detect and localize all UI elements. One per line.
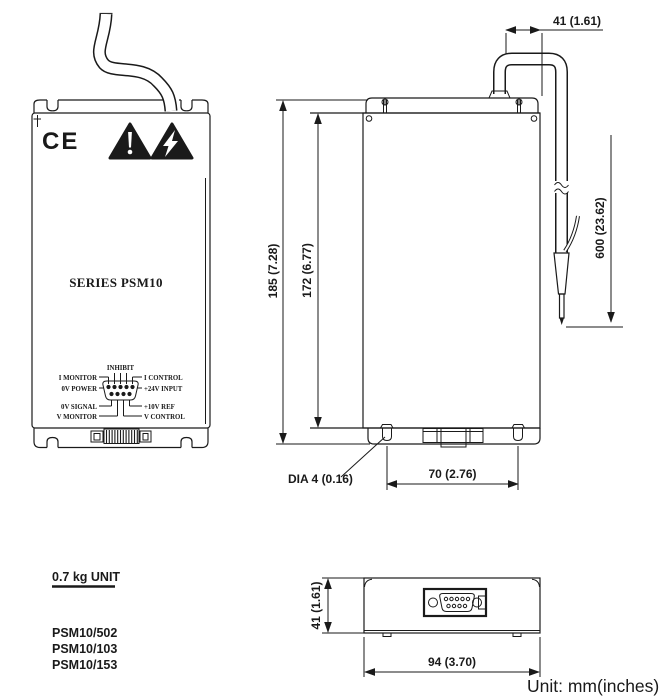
dim-cable-length: 600 (23.62) bbox=[566, 135, 623, 328]
side-body bbox=[362, 112, 541, 429]
front-top-flange bbox=[33, 99, 209, 113]
pinout-lines bbox=[99, 373, 142, 417]
side-cable bbox=[493, 52, 580, 325]
dim-cable-offset: 41 (1.61) bbox=[505, 14, 603, 96]
pin-label-24v-input: +24V INPUT bbox=[144, 386, 183, 393]
dim-overall-height: 185 (7.28) bbox=[266, 99, 370, 445]
unit-note: Unit: mm(inches) bbox=[527, 676, 659, 696]
pin-label-10v-ref: +10V REF bbox=[144, 404, 175, 411]
flange-screw-left bbox=[381, 98, 389, 113]
dim-unit-width: 94 (3.70) bbox=[363, 637, 541, 677]
dim-unit-depth: 41 (1.61) bbox=[309, 577, 364, 634]
front-bottom-flange bbox=[33, 428, 209, 449]
front-body bbox=[31, 112, 211, 429]
side-view: 185 (7.28) 172 (6.77) 41 (1.61) 600 (23.… bbox=[266, 14, 623, 490]
pin-label-0v-power: 0V POWER bbox=[61, 386, 97, 393]
side-bottom-connector bbox=[422, 428, 484, 448]
warning-exclamation-icon bbox=[108, 122, 152, 160]
pin-label-0v-signal: 0V SIGNAL bbox=[61, 404, 97, 411]
dim-cable-offset-label: 41 (1.61) bbox=[553, 14, 601, 28]
dim-hole-spacing-label: 70 (2.76) bbox=[428, 467, 476, 481]
side-top-flange bbox=[310, 90, 540, 114]
front-view: CE SERIES PSM10 INHIBIT I MONITOR 0V POW… bbox=[31, 12, 211, 449]
dim-unit-depth-label: 41 (1.61) bbox=[309, 581, 323, 629]
warning-high-voltage-icon bbox=[150, 122, 194, 160]
pin-label-v-control: V CONTROL bbox=[144, 414, 185, 421]
ce-mark-label: CE bbox=[42, 128, 79, 155]
dim-mounting-hole: DIA 4 (0.16) bbox=[288, 436, 386, 486]
pinout-diagram: INHIBIT I MONITOR 0V POWER 0V SIGNAL V M… bbox=[57, 365, 186, 421]
dim-body-height: 172 (6.77) bbox=[300, 113, 322, 428]
pin-dots bbox=[106, 384, 135, 397]
front-cable bbox=[93, 12, 178, 112]
spec-block: 0.7 kg UNIT PSM10/502 PSM10/103 PSM10/15… bbox=[52, 570, 120, 672]
pin-label-i-control: I CONTROL bbox=[144, 375, 183, 382]
bottom-view: 41 (1.61) 94 (3.70) bbox=[309, 577, 541, 677]
model-psm10-103: PSM10/103 bbox=[52, 642, 117, 656]
front-bottom-connector bbox=[90, 428, 152, 444]
dim-cable-length-label: 600 (23.62) bbox=[593, 197, 607, 258]
dim-overall-height-label: 185 (7.28) bbox=[266, 244, 280, 299]
pin-label-inhibit: INHIBIT bbox=[107, 365, 135, 372]
flange-screw-right bbox=[515, 98, 523, 113]
cable-gland bbox=[488, 90, 511, 99]
weight-label: 0.7 kg UNIT bbox=[52, 570, 120, 584]
pin-label-v-monitor: V MONITOR bbox=[57, 414, 97, 421]
dsub-pin-holes bbox=[443, 596, 471, 609]
model-psm10-153: PSM10/153 bbox=[52, 658, 117, 672]
dim-body-height-label: 172 (6.77) bbox=[300, 243, 314, 298]
dsub-connector bbox=[422, 587, 488, 618]
pin-label-i-monitor: I MONITOR bbox=[59, 375, 97, 382]
dim-mounting-hole-label: DIA 4 (0.16) bbox=[288, 472, 353, 486]
side-bottom-flange bbox=[310, 424, 541, 448]
dim-unit-width-label: 94 (3.70) bbox=[428, 655, 476, 669]
model-psm10-502: PSM10/502 bbox=[52, 626, 117, 640]
series-label: SERIES PSM10 bbox=[69, 275, 163, 290]
dim-hole-spacing: 70 (2.76) bbox=[386, 446, 519, 490]
